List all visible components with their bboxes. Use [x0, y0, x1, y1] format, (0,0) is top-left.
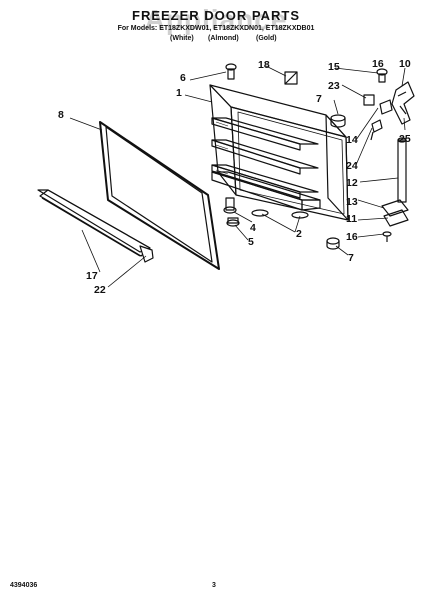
part-label-16-upper: 16 — [372, 58, 384, 70]
part-label-2: 2 — [296, 228, 302, 240]
part-label-13: 13 — [346, 196, 358, 208]
screw-15 — [376, 68, 388, 83]
plug-lower — [326, 237, 340, 250]
part-label-18: 18 — [258, 59, 270, 71]
latch-14 — [370, 99, 393, 141]
part-label-5: 5 — [248, 236, 254, 248]
color-label-almond: (Almond) — [208, 35, 239, 42]
part-label-10: 10 — [399, 58, 411, 70]
part-label-7-upper: 7 — [316, 93, 322, 105]
part-label-8: 8 — [58, 109, 64, 121]
model-numbers: For Models: ET18ZKXDW01, ET18ZKXDN01, ET… — [117, 25, 315, 32]
leader-lines — [69, 65, 406, 288]
part-label-11: 11 — [346, 213, 358, 225]
color-label-gold: (Gold) — [256, 35, 277, 42]
breaker-strip — [37, 189, 154, 263]
document-number: 4394036 — [10, 582, 38, 589]
diagram-title: FREEZER DOOR PARTS — [132, 8, 300, 23]
badge-18 — [284, 71, 298, 85]
door-gasket — [99, 121, 220, 270]
color-label-white: (White) — [170, 35, 194, 42]
hinge-bushing — [223, 197, 240, 227]
page-number: 3 — [212, 582, 216, 589]
part-label-7-lower: 7 — [348, 252, 354, 264]
part-label-22: 22 — [94, 284, 106, 296]
plug-upper — [330, 114, 346, 128]
handle-hook — [391, 81, 415, 125]
part-label-24: 24 — [346, 160, 358, 172]
handle-rod — [397, 137, 407, 203]
screw-16-lower — [382, 231, 392, 242]
door-shelf — [211, 171, 321, 219]
spacer-23 — [363, 94, 375, 106]
watermark: Appliance — [144, 4, 288, 35]
part-label-6: 6 — [180, 72, 186, 84]
screw-6 — [225, 63, 237, 80]
part-label-25: 25 — [399, 133, 411, 145]
part-label-12: 12 — [346, 177, 358, 189]
part-label-17: 17 — [86, 270, 98, 282]
part-label-15: 15 — [328, 61, 340, 73]
part-label-1: 1 — [176, 87, 182, 99]
part-label-4: 4 — [250, 222, 256, 234]
part-label-23: 23 — [328, 80, 340, 92]
freezer-door-liner — [209, 84, 349, 221]
part-label-14: 14 — [346, 134, 358, 146]
handle-base — [381, 199, 409, 227]
part-label-16-lower: 16 — [346, 231, 358, 243]
